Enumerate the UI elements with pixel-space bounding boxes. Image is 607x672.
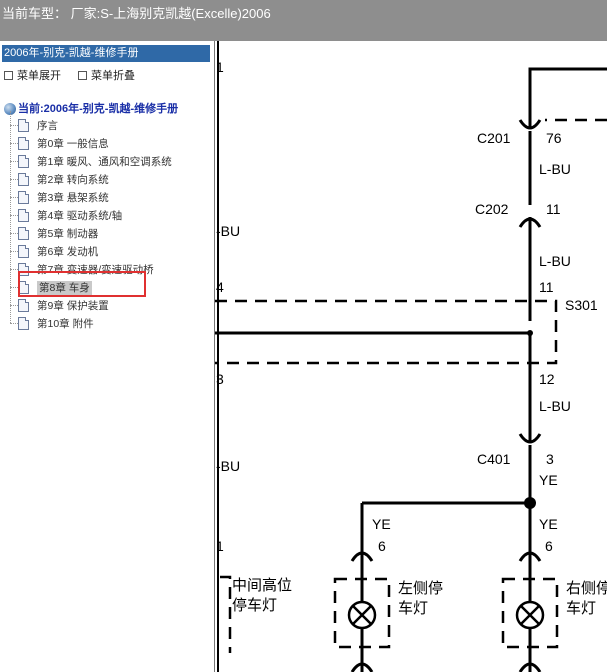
tree-item-ch1[interactable]: 第1章 暖风、通风和空调系统: [18, 154, 172, 170]
pin-label: 3: [216, 371, 224, 387]
document-icon: [18, 137, 29, 150]
s301-label: S301: [565, 297, 598, 313]
c201-label: C201: [477, 130, 511, 146]
right-lamp-lower-connector: [518, 662, 542, 672]
tree-item-ch4[interactable]: 第4章 驱动系统/轴: [18, 208, 122, 224]
expand-icon: [4, 70, 13, 80]
tree-item-ch9[interactable]: 第9章 保护装置: [18, 298, 109, 314]
tree-connector: [10, 125, 18, 126]
c202-pin-label: 11: [546, 201, 561, 217]
current-manual-root[interactable]: 当前:2006年-别克-凯越-维修手册: [4, 100, 178, 116]
center-lamp-label-line1: 中间高位: [232, 577, 293, 594]
tree-item-ch10[interactable]: 第10章 附件: [18, 316, 94, 332]
wire-color-label: L-BU: [539, 253, 571, 269]
vehicle-model-title: 当前车型： 厂家:S-上海别克凯越(Excelle)2006: [2, 6, 271, 21]
center-lamp-label-line2: 停车灯: [232, 597, 278, 614]
collapse-menu-label: 菜单折叠: [91, 70, 135, 82]
tree-connector: [10, 179, 18, 180]
left-lamp-label-line2: 车灯: [398, 600, 429, 617]
pin-label: 1: [216, 59, 224, 75]
document-icon: [18, 227, 29, 240]
document-icon: [18, 119, 29, 132]
c201-connector: [518, 119, 542, 130]
expand-menu-label: 菜单展开: [17, 70, 61, 82]
c202-label: C202: [475, 201, 509, 217]
tree-connector: [10, 251, 18, 252]
tree-connector: [10, 143, 18, 144]
tree-connector: [10, 305, 18, 306]
s301-dashed-box: [215, 299, 558, 365]
tree-item-ch7[interactable]: 第7章 变速器/变速驱动桥: [18, 262, 154, 278]
wiring-diagram: 1 -BU 4 3 -BU 1 C201 76 L-BU C202 11 L-B…: [215, 41, 607, 672]
right-branch-pin-label: 6: [545, 538, 553, 554]
left-lamp-label-line1: 左侧停: [398, 580, 444, 597]
c401-connector: [518, 433, 542, 444]
left-branch-color-label: YE: [372, 516, 391, 532]
s301-pin-bottom-label: 12: [539, 371, 555, 387]
manual-heading: 2006年-别克-凯越-维修手册: [2, 45, 210, 62]
document-icon: [18, 299, 29, 312]
right-lamp-dashed-box: [501, 577, 559, 649]
c401-label: C401: [477, 451, 511, 467]
s301-pin-top-label: 11: [539, 279, 554, 295]
expand-menu-button[interactable]: 菜单展开: [4, 67, 61, 83]
left-branch-pin-label: 6: [378, 538, 386, 554]
document-icon: [18, 263, 29, 276]
wire-color-label: -BU: [216, 223, 241, 239]
tree-connector-line: [10, 111, 11, 323]
left-lamp-cross: [352, 605, 372, 625]
document-icon: [18, 191, 29, 204]
tree-connector: [10, 197, 18, 198]
globe-icon: [4, 103, 16, 116]
top-feed-wire: [528, 67, 607, 127]
wire-color-label: L-BU: [539, 161, 571, 177]
wire-color-label: -BU: [216, 458, 241, 474]
tree-connector: [10, 287, 18, 288]
tree-item-ch6[interactable]: 第6章 发动机: [18, 244, 98, 260]
pin-label: 4: [216, 279, 224, 295]
manual-sidebar: 2006年-别克-凯越-维修手册 菜单展开 菜单折叠 当前:2006年-别克-凯…: [0, 41, 215, 672]
wiring-diagram-canvas: [215, 41, 607, 672]
collapse-menu-button[interactable]: 菜单折叠: [78, 67, 135, 83]
wire-color-label: YE: [539, 472, 558, 488]
selection-highlight-box: [18, 271, 146, 297]
pin-label: 1: [216, 538, 224, 554]
document-icon: [18, 245, 29, 258]
tree-connector: [10, 269, 18, 270]
tree-connector: [10, 161, 18, 162]
tree-item-ch5[interactable]: 第5章 制动器: [18, 226, 98, 242]
tree-item-ch0[interactable]: 第0章 一般信息: [18, 136, 109, 152]
tree-item-preface[interactable]: 序言: [18, 118, 58, 134]
tree-item-ch2[interactable]: 第2章 转向系统: [18, 172, 109, 188]
document-icon: [18, 317, 29, 330]
window-title-bar: 当前车型： 厂家:S-上海别克凯越(Excelle)2006: [0, 0, 607, 41]
tree-connector: [10, 323, 18, 324]
right-lamp-cross: [520, 605, 540, 625]
tree-item-ch3[interactable]: 第3章 悬架系统: [18, 190, 109, 206]
document-icon: [18, 155, 29, 168]
right-lamp-label-line2: 车灯: [566, 600, 597, 617]
tree-item-ch8[interactable]: 第8章 车身: [18, 280, 92, 296]
document-icon: [18, 173, 29, 186]
branch-splice-dot: [524, 497, 536, 509]
current-manual-label: 当前:2006年-别克-凯越-维修手册: [18, 103, 179, 115]
right-branch-color-label: YE: [539, 516, 558, 532]
center-lamp-dashed-box: [220, 575, 232, 653]
c401-pin-label: 3: [546, 451, 554, 467]
tree-connector: [10, 215, 18, 216]
tree-connector: [10, 233, 18, 234]
left-lamp-dashed-box: [333, 577, 391, 649]
document-icon: [18, 209, 29, 222]
collapse-icon: [78, 70, 87, 80]
s301-splice-dot: [527, 330, 533, 336]
right-lamp-label-line1: 右侧停: [566, 580, 607, 597]
c201-pin-label: 76: [546, 130, 562, 146]
wire-color-label: L-BU: [539, 398, 571, 414]
left-lamp-lower-connector: [350, 662, 374, 672]
